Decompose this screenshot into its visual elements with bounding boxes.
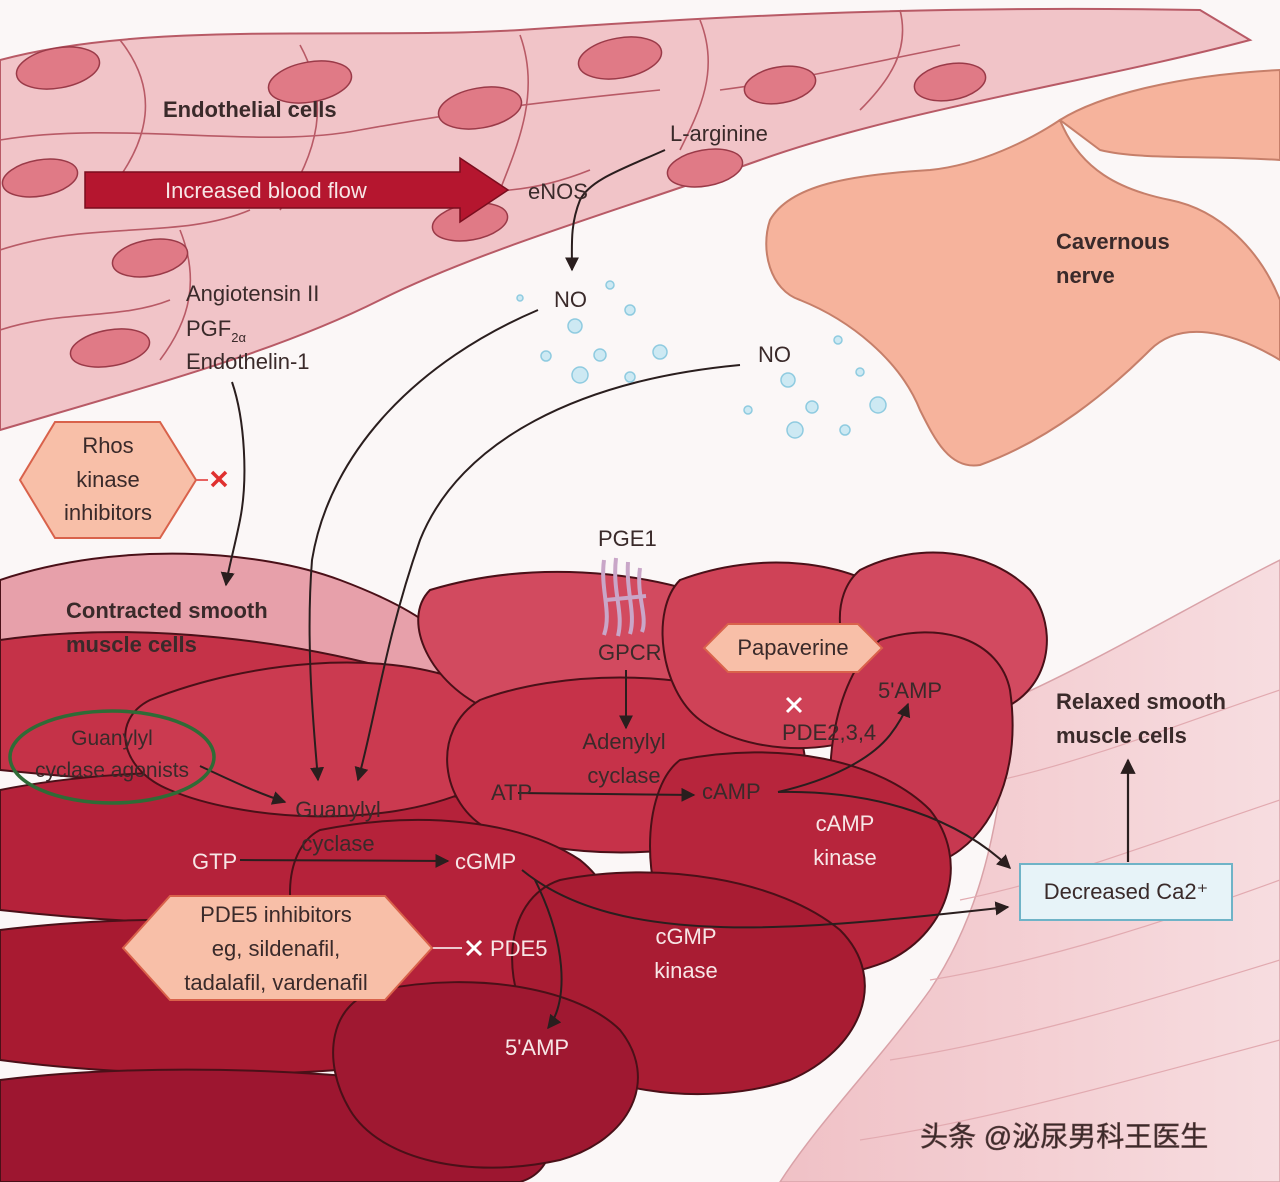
cavernous-nerve-shape: [765, 118, 1280, 467]
label-endothelial-cells: Endothelial cells: [163, 97, 337, 122]
label-camp-kinase-1: cAMP: [816, 811, 875, 836]
label-pde5-inhib-3: tadalafil, vardenafil: [184, 970, 367, 995]
label-l-arginine: L-arginine: [670, 121, 768, 146]
label-enos: eNOS: [528, 179, 588, 204]
label-endothelin: Endothelin-1: [186, 349, 310, 374]
label-contracted-2: muscle cells: [66, 632, 197, 657]
label-angiotensin: Angiotensin II: [186, 281, 319, 306]
pde5-inhibitor-hexagon: [121, 895, 434, 1001]
blood-flow-arrow: [84, 156, 510, 224]
label-rhos-2: kinase: [76, 467, 140, 492]
endothelium-layer: [0, 7, 1253, 432]
label-relaxed-2: muscle cells: [1056, 723, 1187, 748]
guanylyl-agonist-ring: [8, 709, 216, 805]
label-camp: cAMP: [702, 779, 761, 804]
label-cgmp-kinase-2: kinase: [654, 958, 718, 983]
label-gtp: GTP: [192, 849, 237, 874]
label-5amp-top: 5'AMP: [878, 678, 942, 703]
gpcr-receptor-icon: [601, 557, 647, 637]
decreased-ca-box: [1019, 863, 1233, 921]
label-gpcr: GPCR: [598, 640, 662, 665]
label-pgf: PGF2α: [186, 316, 246, 345]
block-marker-pde5: [432, 939, 483, 957]
labels: Endothelial cells Increased blood flow e…: [35, 97, 1226, 1152]
label-pge1: PGE1: [598, 526, 657, 551]
label-atp: ATP: [491, 780, 532, 805]
label-increased-blood-flow: Increased blood flow: [165, 178, 367, 203]
rhos-kinase-hexagon: [18, 421, 198, 539]
watermark-text: 头条 @泌尿男科王医生: [920, 1121, 1208, 1152]
label-rhos-1: Rhos: [82, 433, 133, 458]
label-no-left: NO: [554, 287, 587, 312]
label-rhos-3: inhibitors: [64, 500, 152, 525]
label-guanylyl-2: cyclase: [301, 831, 374, 856]
label-no-right: NO: [758, 342, 791, 367]
label-cgmp-kinase-1: cGMP: [655, 924, 716, 949]
label-guanylyl-1: Guanylyl: [295, 797, 381, 822]
label-pde5: PDE5: [490, 936, 547, 961]
label-pde5-inhib-1: PDE5 inhibitors: [200, 902, 352, 927]
label-adenylyl-1: Adenylyl: [582, 729, 665, 754]
label-cavernous-nerve-1: Cavernous: [1056, 229, 1170, 254]
no-bubbles: [516, 280, 887, 439]
label-guanylyl-agonist-2: cyclase agonists: [35, 759, 189, 782]
label-cgmp: cGMP: [455, 849, 516, 874]
label-contracted-1: Contracted smooth: [66, 598, 268, 623]
label-5amp-bottom: 5'AMP: [505, 1035, 569, 1060]
label-papaverine: Papaverine: [737, 635, 848, 660]
label-cavernous-nerve-2: nerve: [1056, 263, 1115, 288]
block-marker-rhos: [196, 470, 228, 488]
label-camp-kinase-2: kinase: [813, 845, 877, 870]
papaverine-hexagon: [702, 623, 884, 673]
label-guanylyl-agonist-1: Guanylyl: [71, 727, 153, 750]
smooth-muscle-mass: [0, 551, 1048, 1182]
label-adenylyl-2: cyclase: [587, 763, 660, 788]
pathway-arrows: [199, 149, 1136, 1030]
block-marker-papaverine: [785, 696, 803, 714]
label-pde5-inhib-2: eg, sildenafil,: [212, 936, 340, 961]
label-decreased-ca: Decreased Ca2⁺: [1044, 879, 1208, 904]
label-pde234: PDE2,3,4: [782, 720, 876, 745]
label-relaxed-1: Relaxed smooth: [1056, 689, 1226, 714]
